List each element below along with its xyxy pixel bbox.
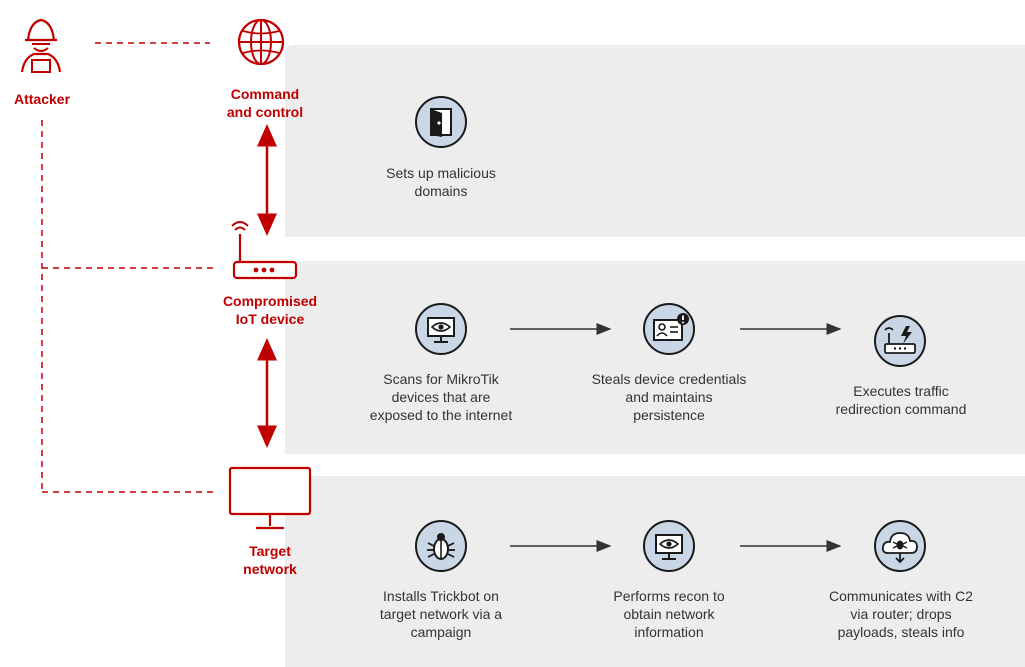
eye-monitor-icon [415, 303, 467, 355]
cloud-bug-icon [874, 520, 926, 572]
step-label-row3-2: Performs recon to obtain network informa… [613, 588, 725, 640]
step-label-row2-3: Executes traffic redirection command [835, 383, 967, 417]
monitor-icon [228, 466, 312, 530]
router-command-icon [874, 315, 926, 367]
actor-label-iot: Compromised IoT device [222, 293, 318, 327]
step-label-row3-1: Installs Trickbot on target network via … [379, 588, 503, 640]
bug-icon [415, 520, 467, 572]
globe-icon [237, 18, 285, 66]
actor-label-target: Target network [243, 543, 297, 577]
step-label-row3-3: Communicates with C2 via router; drops p… [829, 588, 973, 640]
panel-infrastructure [285, 45, 1025, 237]
door-icon [415, 96, 467, 148]
actor-label-attacker: Attacker [13, 91, 71, 107]
router-icon [231, 221, 298, 280]
step-label-row1-1: Sets up malicious domains [386, 165, 496, 199]
step-label-row2-1: Scans for MikroTik devices that are expo… [369, 371, 513, 423]
eye-monitor-icon [643, 520, 695, 572]
actor-label-c2: Command and control [226, 86, 304, 120]
hacker-icon [20, 18, 62, 73]
credential-card-icon [643, 303, 695, 355]
step-label-row2-2: Steals device credentials and maintains … [591, 371, 747, 423]
